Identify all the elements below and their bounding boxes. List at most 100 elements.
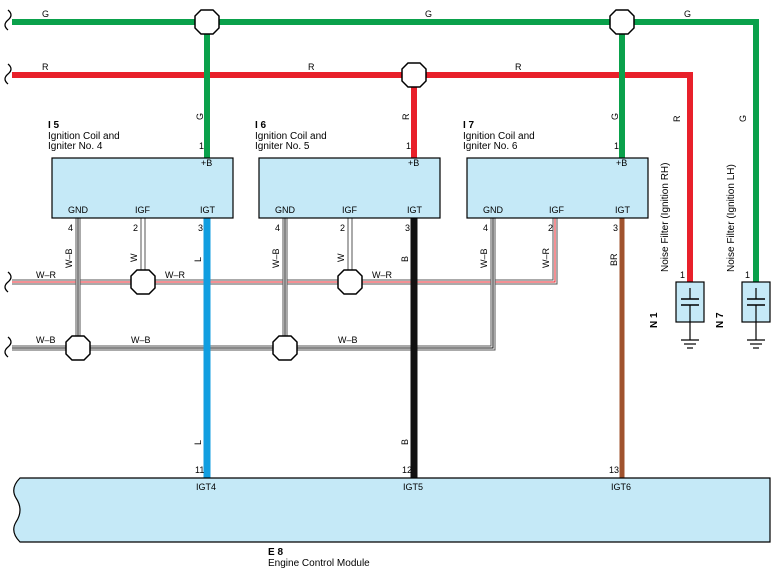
pin-label: IGT [407,205,423,215]
pin-number: 4 [275,223,280,233]
wire-red-bus: R R R R [4,62,693,282]
component-box [258,157,441,219]
pin-number: 1 [680,270,685,280]
component-box [51,157,234,219]
coil-i6: I 6 Ignition Coil and Igniter No. 5 1 +B… [255,120,441,233]
component-id: I 5 [48,120,60,131]
pin-number: 13 [609,465,619,475]
pin-number: 3 [198,223,203,233]
wire-harness-wr: W–R W–R W–R [4,218,558,293]
wire-label: R [672,115,682,122]
wire-label: G [738,115,748,122]
splice-point [401,62,427,88]
wire-label: W–R [165,270,186,280]
wire-break-mark [4,336,12,358]
wire-label: G [610,113,620,120]
pin-label: +B [408,158,419,168]
component-name: Igniter No. 6 [463,141,518,152]
wire-break-mark [4,63,12,85]
pin-number: 3 [405,223,410,233]
component-id: N 1 [649,312,660,328]
component-name: Noise Filter (Ignition LH) [726,164,737,272]
pin-label: IGF [549,205,565,215]
pin-label: +B [616,158,627,168]
wire-label: G [42,9,49,19]
pin-number: 1 [406,141,411,151]
pin-number: 12 [402,465,412,475]
pin-number: 1 [614,141,619,151]
wire-label: G [684,9,691,19]
wire-coil-igf: W W [129,218,353,282]
pin-number: 2 [548,223,553,233]
component-name: Ignition Coil and [463,131,535,142]
wire-label: W–B [271,248,281,268]
component-name: Engine Control Module [268,558,370,569]
pin-number: 2 [340,223,345,233]
wire-label: W–R [541,248,551,269]
wire-label: R [308,62,315,72]
pin-label: IGT [200,205,216,215]
wire-label: L [193,440,203,445]
splice-point [130,269,156,295]
pin-label: GND [275,205,296,215]
wire-label: BR [609,253,619,266]
wire-label: W–B [338,335,358,345]
component-id: I 7 [463,120,475,131]
component-name: Noise Filter (Ignition RH) [660,163,671,272]
splice-point [65,335,91,361]
wire-green-top [12,19,759,282]
wire-label: B [400,439,410,445]
pin-number: 4 [483,223,488,233]
component-name: Igniter No. 4 [48,141,103,152]
wire-label: G [425,9,432,19]
ecm: 11 12 13 IGT4 IGT5 IGT6 E 8 Engine Contr… [13,465,771,569]
wire-label: B [400,256,410,262]
component-id: E 8 [268,547,283,558]
splice-point [609,9,635,35]
component-id: N 7 [715,312,726,328]
component-id: I 6 [255,120,267,131]
pin-label: IGF [135,205,151,215]
wire-label: W–R [36,270,57,280]
wire-label: W–B [36,335,56,345]
splice-point [272,335,298,361]
noise-filter-n7: 1 Noise Filter (Ignition LH) N 7 [715,164,771,349]
wire-label: W [336,253,346,262]
wire-break-mark [4,271,12,293]
wire-label: W–B [131,335,151,345]
wire-label: W [129,253,139,262]
wire-harness-wb: W–B W–B W–B [4,218,496,358]
noise-filter-n1: 1 Noise Filter (Ignition RH) N 1 [649,163,705,349]
pin-number: 4 [68,223,73,233]
pin-label: IGF [342,205,358,215]
pin-number: 3 [613,223,618,233]
wire-coil-gnd: W–B W–B W–B W–R [64,218,551,348]
pin-number: 2 [133,223,138,233]
wire-red-top [12,72,693,282]
pin-label: IGT6 [611,482,631,492]
pin-label: GND [68,205,89,215]
wire-label: R [515,62,522,72]
pin-number: 1 [745,270,750,280]
wire-label: G [195,113,205,120]
wire-label: R [42,62,49,72]
component-name: Igniter No. 5 [255,141,310,152]
wire-label: W–B [479,248,489,268]
pin-number: 11 [195,465,204,475]
wire-label: L [193,257,203,262]
component-name: Ignition Coil and [48,131,120,142]
wire-label: R [401,113,411,120]
wire-green-bus: G G G G [4,9,759,282]
pin-label: GND [483,205,504,215]
splice-point [337,269,363,295]
component-name: Ignition Coil and [255,131,327,142]
coil-i7: I 7 Ignition Coil and Igniter No. 6 1 +B… [463,120,649,233]
coil-i5: I 5 Ignition Coil and Igniter No. 4 1 +B… [48,120,234,233]
wire-label: W–R [372,270,393,280]
component-box [466,157,649,219]
pin-label: IGT [615,205,631,215]
splice-point [194,9,220,35]
component-box [13,477,771,543]
wire-label: W–B [64,248,74,268]
